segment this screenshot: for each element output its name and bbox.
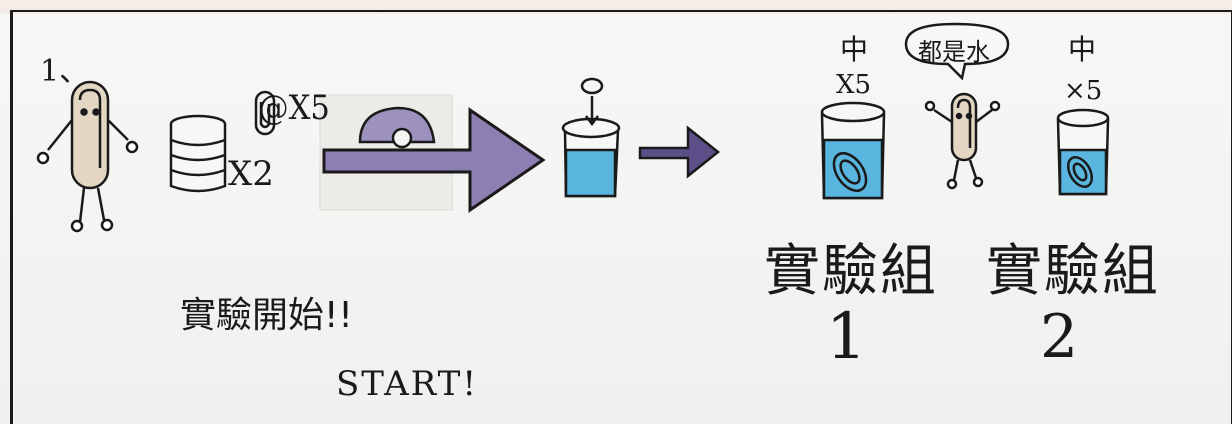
paperclip-character-right (924, 92, 1001, 190)
start-label-english: START! (336, 364, 479, 404)
stacked-cups-icon (169, 114, 227, 193)
cup2-count-label: ×5 (1064, 76, 1103, 106)
experiment-cup-1 (820, 101, 886, 200)
step-number: 1、 (40, 54, 90, 89)
speech-bubble (904, 22, 1010, 81)
group2-title: 實驗組 (986, 239, 1160, 304)
water-cup-with-clip (561, 77, 621, 198)
start-label-chinese: 實驗開始!! (180, 295, 353, 336)
clip-count-label: @X5 (258, 88, 330, 128)
cup2-size-label: 中 (1068, 33, 1097, 66)
group1-title: 實驗組 (764, 239, 938, 304)
cup1-count-label: X5 (836, 70, 872, 100)
cup-count-label: X2 (228, 154, 274, 194)
speech-bubble-text: 都是水 (918, 38, 990, 66)
cup1-size-label: 中 (840, 33, 869, 66)
group2-number: 2 (1040, 302, 1079, 372)
small-purple-arrow (638, 125, 721, 179)
clip-icon (254, 90, 276, 136)
experiment-cup-2 (1056, 108, 1110, 196)
paperclip-character-left (36, 80, 139, 233)
group1-number: 1 (826, 300, 867, 374)
big-purple-arrow (322, 106, 546, 213)
